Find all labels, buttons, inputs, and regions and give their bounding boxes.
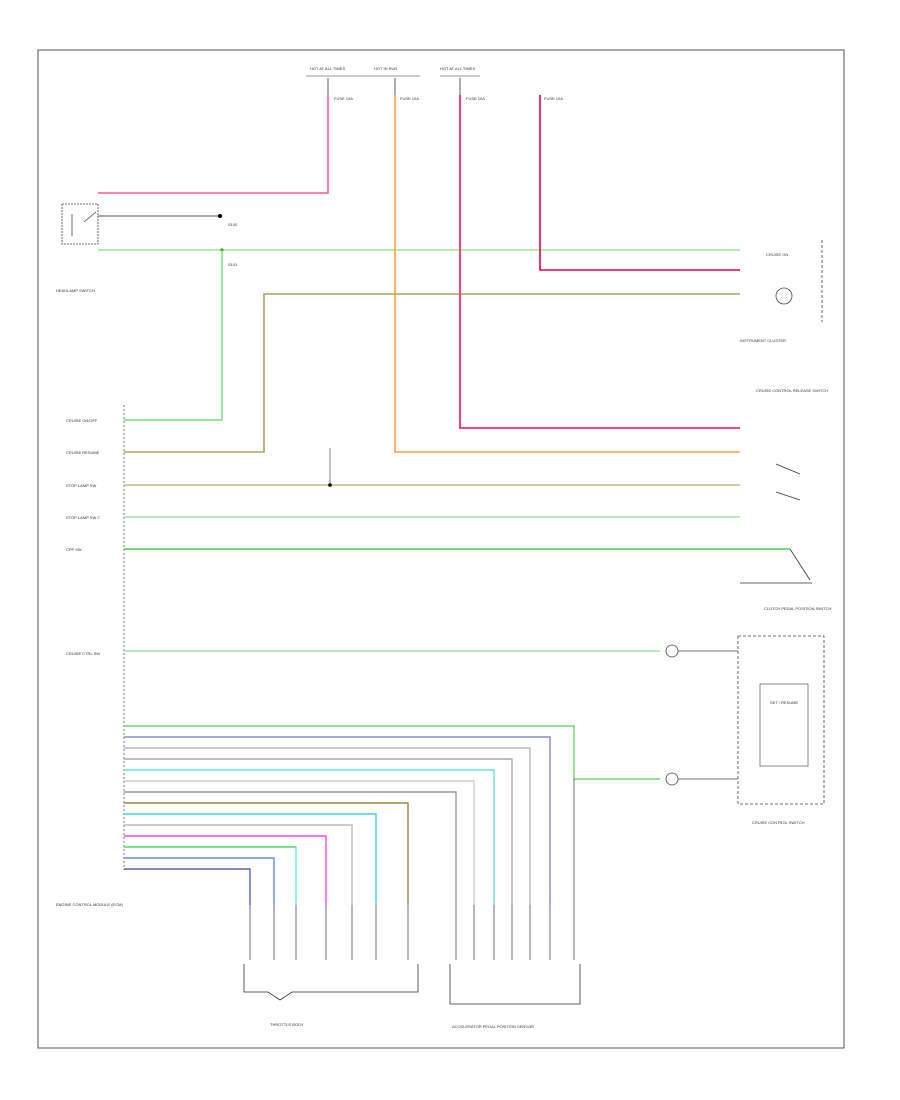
pcm-pin-4: CPP SW (66, 547, 82, 552)
fuse-2-label: FUSE 10A (400, 96, 419, 101)
wire-pink-top (98, 95, 329, 194)
headlamp-switch-label: HEADLAMP SWITCH (56, 288, 95, 293)
splice-top-label: S100 (228, 222, 238, 227)
wire-orange (394, 95, 740, 453)
fuse-1-label: FUSE 10A (334, 96, 353, 101)
clutch-switch-label: CLUTCH PEDAL POSITION SWITCH (764, 606, 832, 611)
fuse-4-label: FUSE 10A (544, 96, 563, 101)
splice-mid-label: S101 (228, 262, 238, 267)
top-feed-3: HOT AT ALL TIMES (440, 66, 475, 95)
cruise-indicator-label: CRUISE ON (766, 252, 788, 257)
pcm-pin-2: STOP LAMP SW (66, 483, 96, 488)
fuse-3-label: FUSE 10A (466, 96, 485, 101)
connector-stubs (249, 779, 575, 960)
pcm-pin-0: CRUISE ON/OFF (66, 418, 98, 423)
pcm-pin-3: STOP LAMP SW 2 (66, 515, 100, 520)
pcm-pin-5: CRUISE CTRL SW (66, 651, 100, 656)
wire-green-left (124, 250, 223, 421)
feed-3-label: HOT AT ALL TIMES (440, 66, 475, 71)
cruise-switch: SET / RESUME CRUISE CONTROL SWITCH (665, 635, 825, 825)
pcm-pin-1: CRUISE RESUME (66, 450, 100, 455)
release-switch: CRUISE CONTROL RELEASE SWITCH (756, 388, 828, 501)
wire-olive (124, 293, 740, 453)
feed-1-label: HOT AT ALL TIMES (310, 66, 345, 71)
top-feed-1: HOT AT ALL TIMES (310, 66, 345, 95)
instrument-cluster-label: INSTRUMENT CLUSTER (740, 338, 786, 343)
accelerator-sensor: ACCELERATOR PEDAL POSITION SENSOR (449, 964, 581, 1029)
throttle-body: THROTTLE BODY (243, 964, 419, 1027)
pcm-pin-labels: CRUISE ON/OFF CRUISE RESUME STOP LAMP SW… (66, 418, 100, 656)
pcm-label: ENGINE CONTROL MODULE (ECM) (56, 902, 123, 907)
wire-red-top (539, 95, 740, 271)
accelerator-label: ACCELERATOR PEDAL POSITION SENSOR (452, 1024, 534, 1029)
instrument-cluster: CRUISE ON INSTRUMENT CLUSTER (740, 240, 823, 343)
set-resume-label: SET / RESUME (770, 700, 798, 705)
throttle-label: THROTTLE BODY (270, 1022, 304, 1027)
feed-2-label: HOT IN RUN (374, 66, 397, 71)
wire-pink-mid (459, 95, 740, 429)
splice-top (218, 214, 222, 218)
diagram-frame (37, 49, 845, 1049)
cruise-switch-label: CRUISE CONTROL SWITCH (752, 820, 805, 825)
clutch-switch: CLUTCH PEDAL POSITION SWITCH (740, 548, 832, 611)
headlamp-switch: HEADLAMP SWITCH (56, 203, 99, 293)
release-switch-label: CRUISE CONTROL RELEASE SWITCH (756, 388, 828, 393)
top-feed-2: HOT IN RUN (374, 66, 397, 95)
harness-lower (124, 725, 660, 905)
